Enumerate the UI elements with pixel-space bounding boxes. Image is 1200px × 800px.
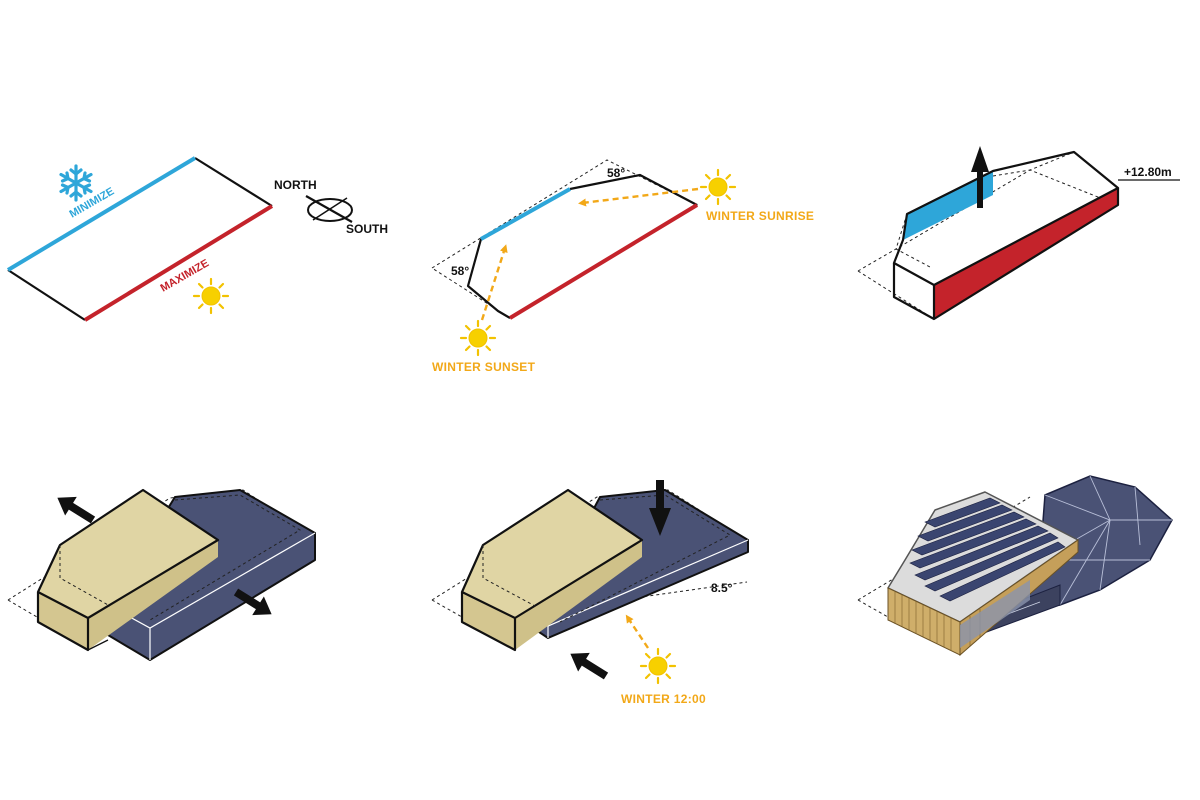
north-facade-line [480,187,571,241]
navy-inner-dashed [149,494,301,621]
footprint-dashed-edge [857,599,889,618]
south-facade-line [508,203,699,320]
winter-noon-label: WINTER 12:00 [621,692,706,706]
corner-cut-west [466,238,511,319]
maximize-label: MAXIMIZE [159,257,212,294]
footprint-dashed-edge [7,599,38,618]
north-face [903,171,993,240]
arrow-icon [971,146,989,208]
slope-label: 8.5° [711,581,733,595]
height-label: +12.80m [1124,165,1172,179]
south-face [934,188,1118,319]
angle-label-top: 58° [607,166,625,180]
tan-volume-roof [462,490,642,618]
panel-volumes-split [7,488,316,661]
tan-volume-front [88,540,218,650]
winter-sunrise-label: WINTER SUNRISE [706,209,814,223]
site-edge-east [194,157,273,207]
panel-orientation: MINIMIZE MAXIMIZE NORTH SOUTH [6,156,388,322]
north-facade-line [6,156,197,272]
sunset-arrow [480,244,508,321]
site-edge-west [7,269,86,321]
north-label: NORTH [274,178,317,192]
compass-icon [305,195,353,223]
tan-volume-front [515,540,642,650]
corner-cut-east [569,173,698,206]
tan-inner-dashed [59,545,111,607]
inner-dashed-top [992,151,1075,177]
footprint-dashed-edge [431,599,463,618]
tan-volume-side [462,592,515,650]
tan-volume-roof [38,490,218,618]
sun-icon [459,319,497,357]
roof-outline [892,150,1120,287]
tan-volume-outline [460,488,644,652]
panel-final-building [857,475,1173,657]
solar-panels [909,497,1066,602]
tan-volume-outline [36,488,220,652]
tan-inner-dashed [482,545,536,607]
arrow-icon [649,480,671,536]
navy-inner-dashed [559,494,732,623]
tan-volume-base [87,639,109,651]
roof-parapet [893,509,930,566]
panel-extrusion: +12.80m [857,146,1180,321]
angle-label-left: 58° [451,264,469,278]
sun-icon [699,168,737,206]
panel-sun-angles: 58° 58° WINTER SUNRISE WINTER SUNSET [431,159,814,374]
panel-slope: 8.5° WINTER 12:00 [431,480,749,706]
inner-dashed [895,213,931,268]
sun-icon [192,277,230,315]
winter-sunset-label: WINTER SUNSET [432,360,536,374]
south-facade-line [83,204,274,322]
arrow-icon [564,644,612,686]
annex-panel-lines [1039,475,1172,606]
noon-sun-arrow [625,614,649,649]
sun-icon [639,647,677,685]
snowflake-icon [59,164,93,202]
south-label: SOUTH [346,222,388,236]
entrance-glazing [960,580,1030,648]
tan-volume-side [38,592,88,650]
